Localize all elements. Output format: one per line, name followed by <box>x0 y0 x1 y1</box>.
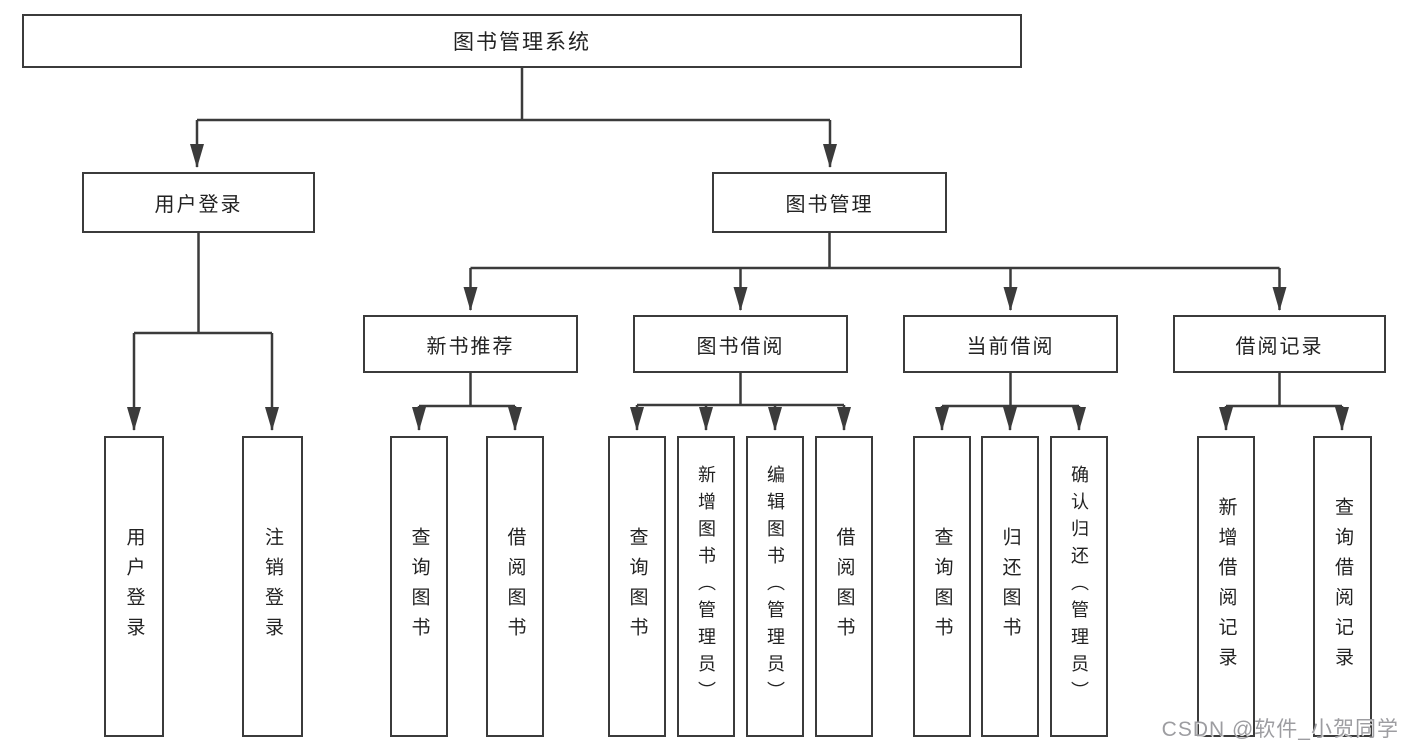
leaf-logout-label: 注销登录 <box>262 526 283 647</box>
leaf-recommend-query-books: 查询图书 <box>390 436 448 737</box>
leaf-edit-books-admin-label: 编辑图书（管理员） <box>765 465 785 708</box>
node-book-borrowing-label: 图书借阅 <box>696 335 785 358</box>
node-borrowing-records: 借阅记录 <box>1173 315 1386 373</box>
leaf-borrow-books: 借阅图书 <box>815 436 873 737</box>
leaf-add-borrow-record-label: 新增借阅记录 <box>1215 496 1237 677</box>
node-borrowing-records-label: 借阅记录 <box>1235 335 1324 358</box>
leaf-borrow-query-books-label: 查询图书 <box>626 526 648 647</box>
leaf-current-query-books: 查询图书 <box>913 436 971 737</box>
node-user-login: 用户登录 <box>82 172 315 233</box>
csdn-watermark: CSDN @软件_小贺同学 <box>1161 718 1399 741</box>
leaf-logout: 注销登录 <box>242 436 303 737</box>
node-new-book-recommend: 新书推荐 <box>363 315 578 373</box>
node-book-borrowing: 图书借阅 <box>633 315 848 373</box>
leaf-user-login: 用户登录 <box>104 436 164 737</box>
leaf-confirm-return-admin: 确认归还（管理员） <box>1050 436 1108 737</box>
leaf-return-books: 归还图书 <box>981 436 1039 737</box>
node-book-management: 图书管理 <box>712 172 947 233</box>
leaf-recommend-borrow-books: 借阅图书 <box>486 436 544 737</box>
leaf-edit-books-admin: 编辑图书（管理员） <box>746 436 804 737</box>
node-root-system-label: 图书管理系统 <box>453 31 591 54</box>
leaf-return-books-label: 归还图书 <box>999 526 1021 647</box>
leaf-add-books-admin: 新增图书（管理员） <box>677 436 735 737</box>
leaf-user-login-label: 用户登录 <box>123 526 145 647</box>
node-root-system: 图书管理系统 <box>22 14 1022 68</box>
leaf-add-borrow-record: 新增借阅记录 <box>1197 436 1255 737</box>
node-user-login-label: 用户登录 <box>154 194 243 216</box>
node-current-borrowing-label: 当前借阅 <box>966 335 1055 358</box>
leaf-query-borrow-record-label: 查询借阅记录 <box>1332 496 1353 677</box>
leaf-current-query-books-label: 查询图书 <box>931 526 953 647</box>
leaf-query-borrow-record: 查询借阅记录 <box>1313 436 1372 737</box>
leaf-add-books-admin-label: 新增图书（管理员） <box>696 465 716 708</box>
node-book-management-label: 图书管理 <box>785 194 874 216</box>
node-current-borrowing: 当前借阅 <box>903 315 1118 373</box>
leaf-borrow-books-label: 借阅图书 <box>833 526 855 647</box>
leaf-recommend-borrow-books-label: 借阅图书 <box>504 526 526 647</box>
leaf-confirm-return-admin-label: 确认归还（管理员） <box>1069 465 1089 708</box>
leaf-borrow-query-books: 查询图书 <box>608 436 666 737</box>
leaf-recommend-query-books-label: 查询图书 <box>408 526 430 647</box>
node-new-book-recommend-label: 新书推荐 <box>426 335 515 358</box>
